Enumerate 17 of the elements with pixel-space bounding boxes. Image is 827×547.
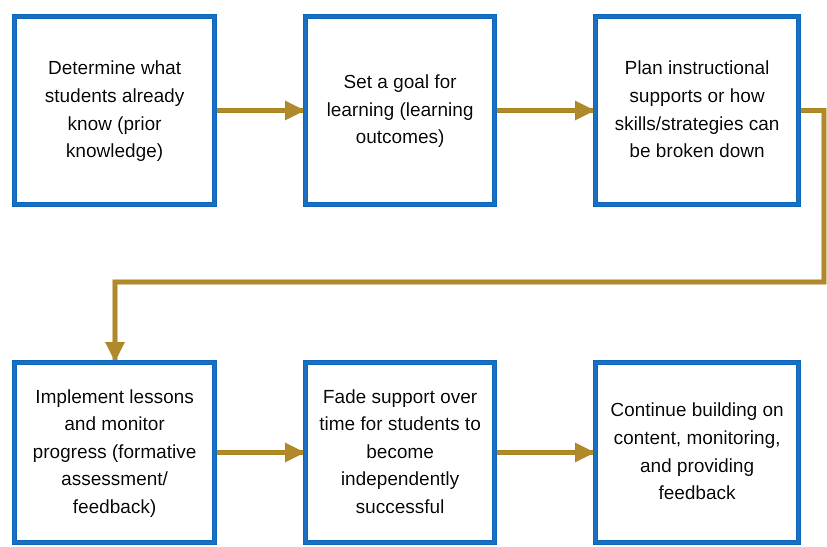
box-text: Determine what students already know (prior knowledge): [44, 57, 186, 164]
arrow: [105, 108, 826, 362]
process-box: [303, 14, 497, 207]
box-text: Plan instructional supports or how skills/strategies can be broken down: [614, 57, 780, 164]
arrow: [217, 100, 305, 120]
process-box: [12, 14, 217, 207]
box-text: Continue building on content, monitoring, and providing feedback: [609, 399, 785, 506]
arrow: [217, 442, 305, 462]
process-box: [303, 360, 497, 545]
process-box: [593, 360, 801, 545]
box-text: Implement lessons and monitor progress (formative assessment/ feedback): [32, 386, 198, 520]
process-box: [593, 14, 801, 207]
box-text: Fade support over time for students to become independently successful: [318, 386, 482, 520]
process-box: [12, 360, 217, 545]
arrow: [497, 442, 595, 462]
box-text: Set a goal for learning (learning outcomes): [326, 71, 474, 150]
arrow: [497, 100, 595, 120]
